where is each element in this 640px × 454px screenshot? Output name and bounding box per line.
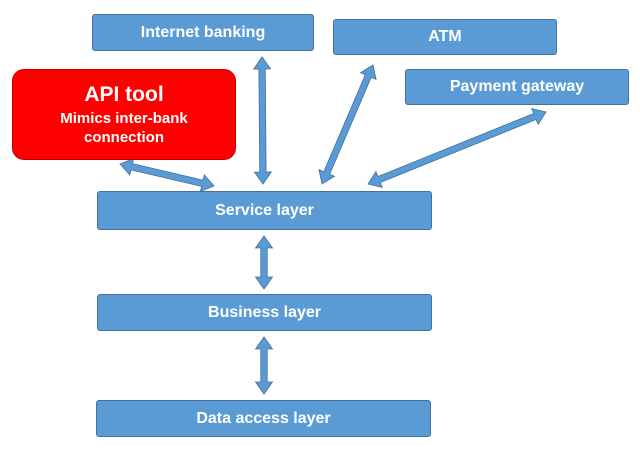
payment-gateway-label: Payment gateway — [449, 78, 585, 95]
payment-gateway-box: Payment gateway — [405, 69, 629, 105]
service-layer-label: Service layer — [215, 201, 314, 219]
arrow-api-tool-to-service-layer — [119, 157, 215, 193]
data-access-layer-box: Data access layer — [96, 400, 431, 437]
arrow-service-layer-to-business-layer — [254, 235, 274, 290]
atm-box: ATM — [333, 19, 557, 55]
api-tool-description-line1: Mimics inter-bank — [60, 109, 188, 127]
internet-banking-box: Internet banking — [92, 14, 314, 51]
business-layer-label: Business layer — [208, 303, 321, 321]
business-layer-box: Business layer — [97, 294, 432, 331]
service-layer-box: Service layer — [97, 191, 432, 230]
data-access-layer-label: Data access layer — [196, 409, 331, 427]
arrow-payment-gateway-to-service-layer — [367, 108, 547, 188]
arrow-business-layer-to-data-access-layer — [254, 336, 274, 395]
api-tool-description-line2: connection — [83, 128, 164, 146]
atm-label: ATM — [428, 28, 462, 45]
internet-banking-label: Internet banking — [140, 23, 266, 41]
arrow-atm-to-service-layer — [318, 64, 377, 185]
api-tool-title: API tool — [84, 82, 164, 106]
arrow-internet-banking-to-service-layer — [252, 56, 273, 185]
api-tool-box: API tool Mimics inter-bank connection — [12, 69, 236, 160]
